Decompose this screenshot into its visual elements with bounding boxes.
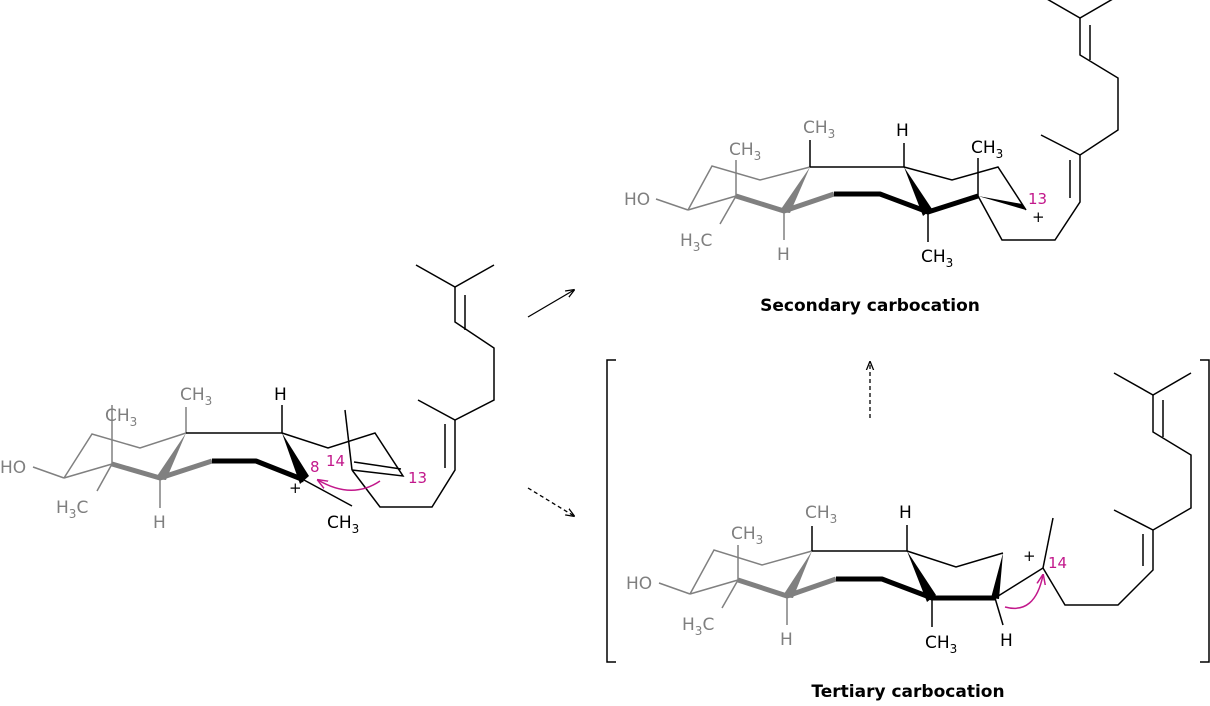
cation-charge: + — [1032, 208, 1045, 226]
bold-black-bond — [836, 576, 995, 601]
curved-electron-arrow-icon — [1004, 575, 1043, 609]
gray-wedge — [779, 167, 810, 213]
black-wedge — [907, 551, 936, 602]
methyl-label: H3C — [680, 231, 712, 254]
methyl-label: CH3 — [805, 503, 837, 526]
hydrogen-label: H — [1000, 631, 1013, 651]
hydroxyl-label: HO — [626, 574, 652, 594]
locant-14: 14 — [1048, 554, 1067, 572]
locant-13: 13 — [408, 469, 427, 487]
cation-charge: + — [289, 479, 302, 497]
hydroxyl-label: HO — [624, 190, 650, 210]
ring-a-bonds — [658, 545, 813, 625]
hydroxyl-label: HO — [0, 458, 26, 478]
tertiary-caption: Tertiary carbocation — [811, 682, 1004, 702]
black-wedge — [991, 553, 1003, 599]
bold-black-bond — [212, 458, 305, 483]
hydrogen-label: H — [274, 385, 287, 405]
solid-reaction-arrow — [527, 290, 574, 318]
methyl-label: CH3 — [921, 247, 953, 270]
methyl-label: CH3 — [105, 406, 137, 429]
hydrogen-label: H — [153, 513, 166, 533]
black-wedge — [282, 433, 309, 484]
secondary-carbocation-structure: HO CH3 H3C H CH3 H CH3 CH3 13 + Secondar… — [624, 0, 1119, 316]
right-bracket-icon — [1200, 359, 1210, 663]
black-wedge — [978, 196, 1026, 210]
curved-electron-arrow-icon — [318, 480, 381, 491]
methyl-label: H3C — [56, 498, 88, 521]
dashed-reaction-arrow — [527, 487, 574, 516]
locant-13: 13 — [1028, 190, 1047, 208]
methyl-label: CH3 — [729, 140, 761, 163]
hydrogen-label: H — [777, 245, 790, 265]
black-wedge — [904, 167, 932, 216]
starting-carbocation-structure: HO CH3 CH3 H3C H H CH3 + 8 14 13 — [0, 264, 495, 536]
hydrogen-label: H — [899, 503, 912, 523]
gray-wedge — [782, 551, 812, 598]
locant-8: 8 — [310, 458, 320, 476]
methyl-label: H3C — [682, 615, 714, 638]
methyl-label: CH3 — [180, 385, 212, 408]
hydrogen-label: H — [780, 630, 793, 650]
ring-a-bonds — [32, 405, 187, 508]
methyl-label: CH3 — [731, 524, 763, 547]
cation-charge: + — [1023, 547, 1036, 565]
methyl-label: CH3 — [803, 118, 835, 141]
methyl-label: CH3 — [327, 513, 359, 536]
ring-a-bonds — [655, 160, 811, 240]
methyl-label: CH3 — [971, 138, 1003, 161]
ring-bcd-bonds — [186, 264, 495, 508]
locant-14: 14 — [326, 452, 345, 470]
bold-black-bond — [834, 191, 979, 215]
ring-bcd-bonds — [811, 372, 1192, 627]
hydrogen-label: H — [896, 121, 909, 141]
methyl-label: CH3 — [925, 633, 957, 656]
gray-wedge — [155, 433, 186, 480]
ring-bcd-bonds — [809, 0, 1119, 242]
left-bracket-icon — [606, 359, 616, 663]
tertiary-carbocation-structure: HO CH3 H3C H CH3 H CH3 H + 14 Tertiary c… — [626, 372, 1192, 702]
secondary-caption: Secondary carbocation — [760, 296, 980, 316]
